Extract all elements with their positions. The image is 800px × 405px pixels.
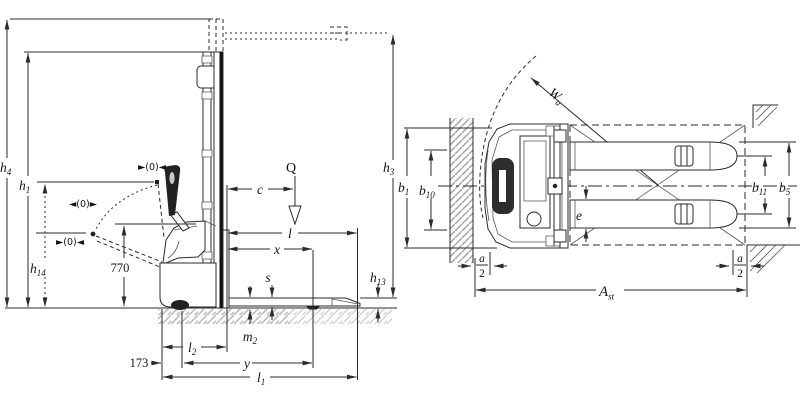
dim-s: s	[265, 270, 275, 320]
svg-text:b11: b11	[752, 180, 767, 197]
dim-c: c	[227, 182, 294, 197]
svg-text:b10: b10	[419, 183, 435, 200]
svg-text:173: 173	[130, 356, 149, 370]
svg-text:h4: h4	[0, 160, 12, 177]
dim-h1: h1	[19, 52, 31, 308]
svg-text:b1: b1	[398, 180, 409, 197]
dim-l2: l2	[162, 340, 227, 357]
ground	[5, 308, 397, 324]
dim-a-half-right: a 2	[716, 250, 764, 297]
raised-mast-extensions	[10, 19, 390, 52]
dim-q: Q	[286, 161, 301, 224]
forks-plan	[570, 142, 737, 228]
dim-h13: h13	[370, 270, 386, 322]
load-roller-upper	[675, 146, 693, 166]
plan-view: Wa	[398, 56, 800, 302]
fork-side	[223, 230, 397, 310]
svg-text:Ast: Ast	[598, 284, 615, 302]
tiller-lowered-point	[90, 231, 96, 237]
fork-upper	[570, 142, 737, 170]
raised-fork-heel-dashed	[330, 27, 347, 40]
svg-text:h3: h3	[383, 160, 395, 177]
tiller-grip	[164, 165, 181, 216]
dim-e: e	[576, 186, 589, 242]
zero-marker-top: ►(0)◄	[138, 162, 167, 173]
svg-text:m2: m2	[243, 329, 258, 346]
side-view: ►(0)◄ ◄(0)► ►(0)◄ h4 h1 h14 770 Q	[0, 19, 397, 387]
turning-arc	[480, 56, 536, 218]
dim-770: 770	[111, 225, 130, 307]
svg-text:a: a	[737, 253, 743, 265]
dim-l1: l1	[162, 370, 357, 387]
rack-corner-top-right	[753, 105, 778, 128]
dim-y: y	[197, 356, 313, 371]
tiller-vertical-point	[155, 180, 159, 184]
dim-x: x	[227, 242, 313, 257]
svg-text:y: y	[242, 356, 250, 371]
svg-text:h13: h13	[370, 270, 386, 287]
dim-173: 173	[130, 356, 197, 370]
svg-text:2: 2	[737, 268, 743, 280]
dim-l: l	[227, 226, 357, 241]
load-roller-lower	[675, 204, 693, 224]
rack-corner-bottom-right	[747, 245, 800, 273]
dim-h4: h4	[0, 19, 12, 308]
dim-h3: h3	[383, 34, 396, 298]
truck-body-plan	[485, 124, 568, 248]
tiller-swing: ►(0)◄ ◄(0)► ►(0)◄	[36, 162, 196, 267]
zero-marker-mid: ◄(0)►	[69, 199, 98, 210]
svg-text:l2: l2	[188, 340, 197, 357]
svg-text:s: s	[265, 270, 270, 285]
q-label: Q	[286, 161, 296, 176]
rack-wall-left	[450, 118, 473, 263]
dim-ast: Ast	[475, 284, 747, 302]
fork-lower	[570, 200, 737, 228]
svg-text:x: x	[273, 242, 280, 257]
tiller-arm	[164, 165, 189, 231]
svg-text:l1: l1	[257, 370, 265, 387]
dim-b11: b11	[737, 156, 772, 214]
svg-text:h14: h14	[30, 261, 46, 278]
svg-text:l: l	[288, 226, 292, 241]
svg-text:b5: b5	[779, 180, 791, 197]
chassis	[160, 221, 216, 310]
q-arrowhead	[289, 206, 301, 224]
svg-text:Wa: Wa	[545, 85, 568, 108]
dim-b10: b10	[419, 150, 447, 230]
svg-text:2: 2	[479, 268, 485, 280]
dim-a-half-left: a 2	[458, 252, 507, 297]
zero-marker-low: ►(0)◄	[56, 237, 85, 248]
svg-text:770: 770	[111, 261, 130, 275]
fork-carriage-plate	[223, 230, 229, 308]
svg-text:h1: h1	[19, 178, 30, 195]
svg-text:e: e	[576, 208, 582, 223]
drive-wheel-side	[171, 300, 189, 310]
svg-text:c: c	[257, 182, 263, 197]
mast	[197, 52, 223, 308]
svg-text:a: a	[479, 253, 485, 265]
dim-m2: m2	[243, 286, 258, 346]
fork-blade	[229, 298, 360, 306]
ground-hatch	[158, 309, 392, 324]
dim-b5: b5	[739, 142, 796, 228]
dim-h14: h14	[30, 183, 48, 308]
dim-b1: b1	[398, 128, 497, 248]
